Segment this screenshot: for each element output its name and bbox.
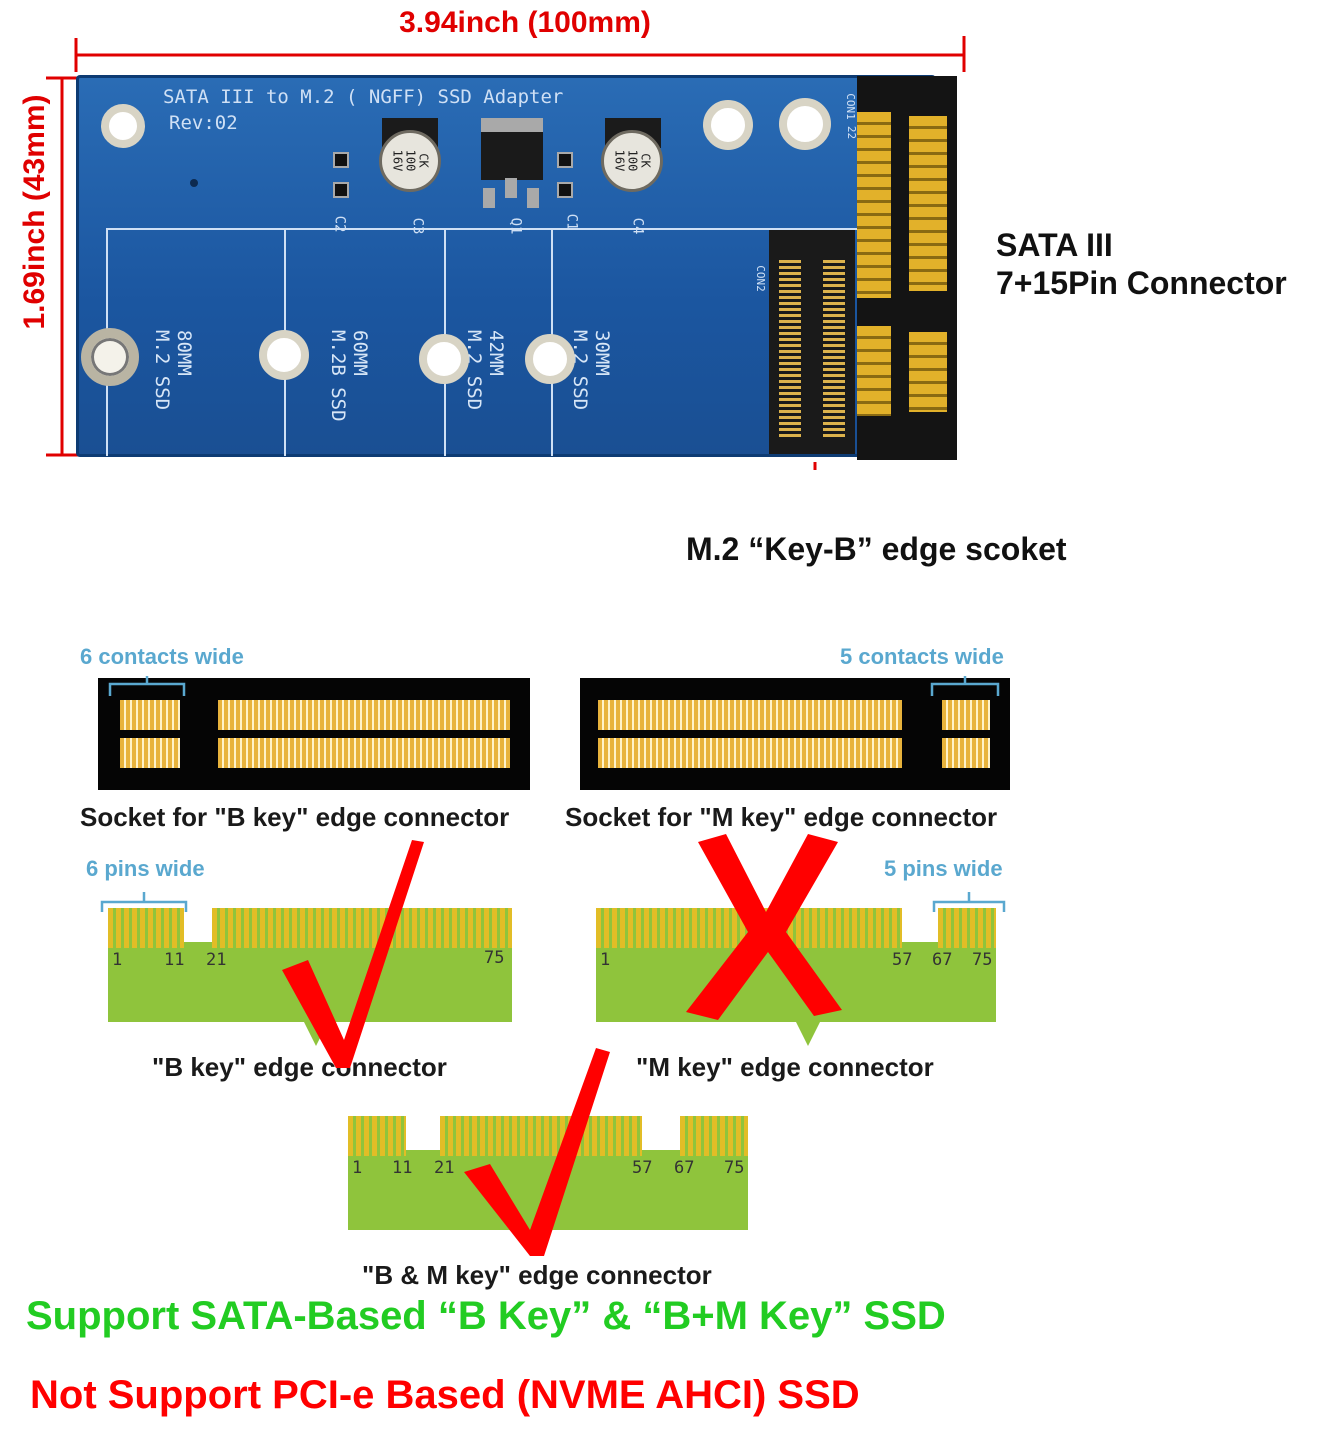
smd-component <box>333 182 349 198</box>
pin-number: 1 <box>112 950 123 970</box>
pin-number: 75 <box>484 948 505 968</box>
voltage-regulator-q1 <box>481 118 543 180</box>
b-socket-width-label: 6 contacts wide <box>80 644 244 669</box>
zone-label-80mm: 80MM M.2 SSD <box>151 330 195 411</box>
standoff-screw <box>81 328 139 386</box>
pin-number: 1 <box>352 1158 363 1178</box>
zone-label-60mm: 60MM M.2B SSD <box>327 330 371 422</box>
socket-contacts <box>598 738 902 768</box>
zone-label-42mm: 42MM M.2 SSD <box>463 330 507 411</box>
sata-callout-line2: 7+15Pin Connector <box>996 265 1287 301</box>
zone-label-30mm: 30MM M.2 SSD <box>569 330 613 411</box>
not-supported-ssd-text: Not Support PCI-e Based (NVME AHCI) SSD <box>30 1373 860 1417</box>
pin-number: 21 <box>434 1158 455 1178</box>
sata-contacts <box>909 332 947 412</box>
socket-contacts <box>120 738 180 768</box>
width-brackets <box>108 676 1000 696</box>
pin-width-brackets <box>100 892 1006 912</box>
check-mark-icon <box>464 1048 610 1256</box>
capacitor-c3: CK 100 16V <box>379 130 441 192</box>
silk-q1: Q1 <box>507 217 524 235</box>
card-pins <box>108 908 184 948</box>
b-card-label: "B key" edge connector <box>152 1052 447 1082</box>
height-dimension-label: 1.69inch (43mm) <box>18 94 51 330</box>
b-pins-width-label: 6 pins wide <box>86 856 205 881</box>
pcb-revision: Rev:02 <box>169 112 238 134</box>
x-mark-icon <box>686 834 842 1020</box>
card-pins <box>680 1116 748 1156</box>
silk-c3: C3 <box>409 217 426 235</box>
pin-number: 1 <box>600 950 611 970</box>
mounting-hole <box>703 100 753 150</box>
pin-number: 75 <box>972 950 993 970</box>
pin-number: 67 <box>932 950 953 970</box>
m-socket-width-label: 5 contacts wide <box>840 644 1004 669</box>
m-card-label: "M key" edge connector <box>636 1052 934 1082</box>
capacitor-marking: CK 100 16V <box>390 149 431 172</box>
mounting-hole <box>101 104 145 148</box>
pin-number: 57 <box>892 950 913 970</box>
pin-number: 75 <box>724 1158 745 1178</box>
smd-component <box>557 152 573 168</box>
socket-contacts <box>218 738 510 768</box>
mounting-hole-30mm <box>525 334 575 384</box>
b-key-socket <box>98 678 530 790</box>
width-dimension-label: 3.94inch (100mm) <box>399 6 651 39</box>
smd-component <box>557 182 573 198</box>
silk-con2: CON2 <box>753 265 767 292</box>
silk-c4: C4 <box>629 217 646 235</box>
supported-ssd-text: Support SATA-Based “B Key” & “B+M Key” S… <box>26 1294 946 1338</box>
mounting-hole-60mm <box>259 330 309 380</box>
verdict-marks <box>282 834 842 1256</box>
dimension-lines <box>46 36 966 470</box>
socket-contacts <box>779 260 801 440</box>
pin-number: 57 <box>632 1158 653 1178</box>
sata-contacts <box>909 116 947 291</box>
adapter-pcb: SATA III to M.2 ( NGFF) SSD Adapter Rev:… <box>76 75 957 460</box>
bm-card-label: "B & M key" edge connector <box>362 1260 712 1290</box>
silk-con1: CON1 <box>843 93 857 120</box>
pcb-title: SATA III to M.2 ( NGFF) SSD Adapter <box>163 86 564 108</box>
capacitor-c4: CK 100 16V <box>601 130 663 192</box>
card-pins <box>348 1116 406 1156</box>
card-pins <box>440 1116 642 1156</box>
m2-key-b-socket <box>769 230 855 454</box>
mounting-hole-42mm <box>419 334 469 384</box>
regulator-leg <box>505 178 517 198</box>
socket-contacts <box>120 700 180 730</box>
m2-socket-callout: M.2 “Key-B” edge scoket <box>686 531 1067 567</box>
regulator-leg <box>483 188 495 208</box>
regulator-leg <box>527 188 539 208</box>
smd-component <box>333 152 349 168</box>
via-dot <box>190 179 198 187</box>
card-pins <box>212 908 512 948</box>
card-notch <box>796 1022 820 1046</box>
b-socket-label: Socket for "B key" edge connector <box>80 802 510 832</box>
m-socket-label: Socket for "M key" edge connector <box>565 802 998 832</box>
check-mark-icon <box>282 840 424 1068</box>
socket-contacts <box>942 738 990 768</box>
sata-pins <box>857 326 891 416</box>
socket-contacts <box>942 700 990 730</box>
capacitor-marking: CK 100 16V <box>612 149 653 172</box>
pin-number: 11 <box>164 950 185 970</box>
card-pins <box>938 908 996 948</box>
socket-contacts <box>823 260 845 440</box>
sata-callout: SATA III 7+15Pin Connector <box>996 226 1316 302</box>
sata-pins <box>857 112 891 298</box>
ssd-zone-border <box>106 228 871 230</box>
mounting-hole <box>779 98 831 150</box>
pin-number: 21 <box>206 950 227 970</box>
sata-connector <box>857 76 957 460</box>
socket-contacts <box>218 700 510 730</box>
sata-callout-line1: SATA III <box>996 227 1113 263</box>
pin-number: 11 <box>392 1158 413 1178</box>
m-key-socket <box>580 678 1010 790</box>
socket-contacts <box>598 700 902 730</box>
pin-number: 67 <box>674 1158 695 1178</box>
m-pins-width-label: 5 pins wide <box>884 856 1003 881</box>
